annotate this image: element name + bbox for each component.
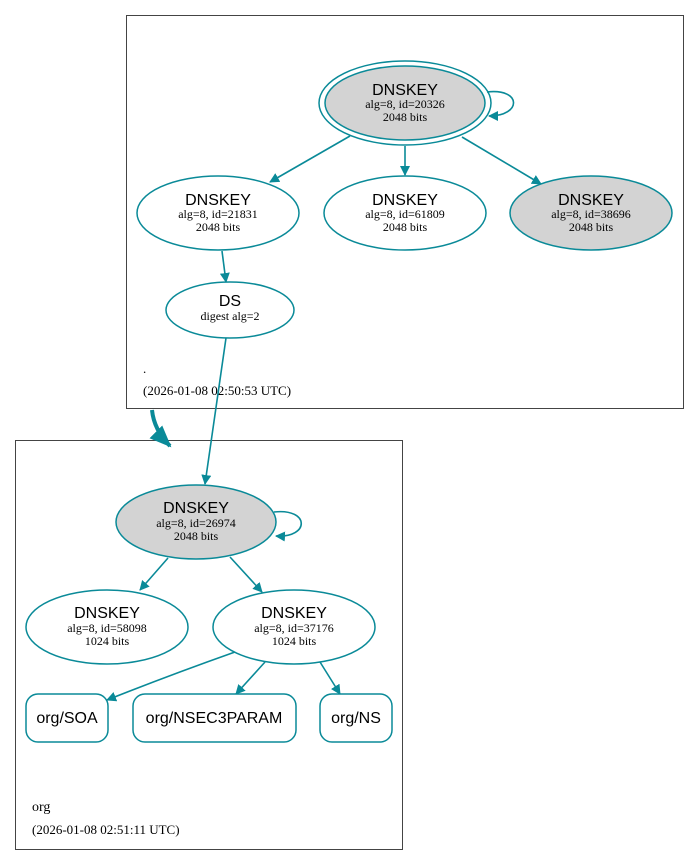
node-type: DNSKEY — [372, 192, 438, 209]
edge-org-k2-to-ns — [319, 661, 341, 695]
edge-org-ksk-self — [273, 510, 302, 542]
node-root-k2: DNSKEY alg=8, id=61809 2048 bits — [323, 175, 487, 251]
edge-org-k2-to-nsec3param — [235, 661, 266, 695]
node-alg-id: alg=8, id=58098 — [67, 621, 147, 635]
zone-org-name: org — [32, 800, 50, 815]
node-label: org/NSEC3PARAM — [146, 710, 283, 727]
node-label: org/NS — [331, 710, 381, 727]
edge-org-k2-to-soa — [106, 651, 236, 702]
node-org-ksk: DNSKEY alg=8, id=26974 2048 bits — [115, 484, 277, 560]
node-bits: 2048 bits — [383, 220, 428, 234]
node-type: DNSKEY — [163, 500, 229, 517]
node-root-ksk: DNSKEY alg=8, id=20326 2048 bits — [318, 60, 492, 146]
node-org-k2: DNSKEY alg=8, id=37176 1024 bits — [212, 589, 376, 665]
edge-org-ksk-to-k1 — [139, 557, 169, 591]
zone-root-timestamp: (2026-01-08 02:50:53 UTC) — [143, 383, 291, 398]
zone-org-timestamp: (2026-01-08 02:51:11 UTC) — [32, 822, 180, 837]
node-alg-id: alg=8, id=26974 — [156, 516, 236, 530]
node-alg-id: alg=8, id=21831 — [178, 207, 258, 221]
zone-root-name: . — [143, 361, 146, 376]
node-bits: 2048 bits — [569, 220, 614, 234]
edge-ds-to-org-ksk — [201, 337, 227, 485]
node-bits: 1024 bits — [272, 634, 317, 648]
node-type: DNSKEY — [261, 605, 327, 622]
node-org-ns: org/NS — [319, 693, 393, 743]
node-type: DS — [219, 293, 241, 310]
node-org-nsec3param: org/NSEC3PARAM — [132, 693, 297, 743]
node-root-ds: DS digest alg=2 — [165, 281, 295, 339]
edge-root-ksk-self — [486, 90, 515, 121]
node-alg-id: alg=8, id=38696 — [551, 207, 631, 221]
node-bits: 2048 bits — [383, 110, 428, 124]
node-bits: 2048 bits — [174, 529, 219, 543]
node-label: org/SOA — [36, 710, 98, 727]
node-type: DNSKEY — [185, 192, 251, 209]
edge-root-k1-to-ds — [219, 250, 230, 283]
node-alg-id: alg=8, id=61809 — [365, 207, 445, 221]
node-org-soa: org/SOA — [25, 693, 109, 743]
node-bits: 2048 bits — [196, 220, 241, 234]
node-root-k1: DNSKEY alg=8, id=21831 2048 bits — [136, 175, 300, 251]
edge-root-ksk-to-k3 — [461, 136, 542, 185]
edges — [106, 90, 542, 702]
edge-org-ksk-to-k2 — [229, 556, 263, 593]
edge-root-ksk-to-k1 — [269, 135, 351, 183]
node-type: DNSKEY — [74, 605, 140, 622]
node-root-k3: DNSKEY alg=8, id=38696 2048 bits — [509, 175, 673, 251]
node-org-k1: DNSKEY alg=8, id=58098 1024 bits — [25, 589, 189, 665]
edge-zone-delegation — [149, 409, 172, 448]
node-bits: 1024 bits — [85, 634, 130, 648]
node-type: DNSKEY — [372, 82, 438, 99]
node-alg-id: alg=8, id=20326 — [365, 97, 445, 111]
node-alg-id: alg=8, id=37176 — [254, 621, 334, 635]
node-digest: digest alg=2 — [200, 309, 259, 323]
node-type: DNSKEY — [558, 192, 624, 209]
